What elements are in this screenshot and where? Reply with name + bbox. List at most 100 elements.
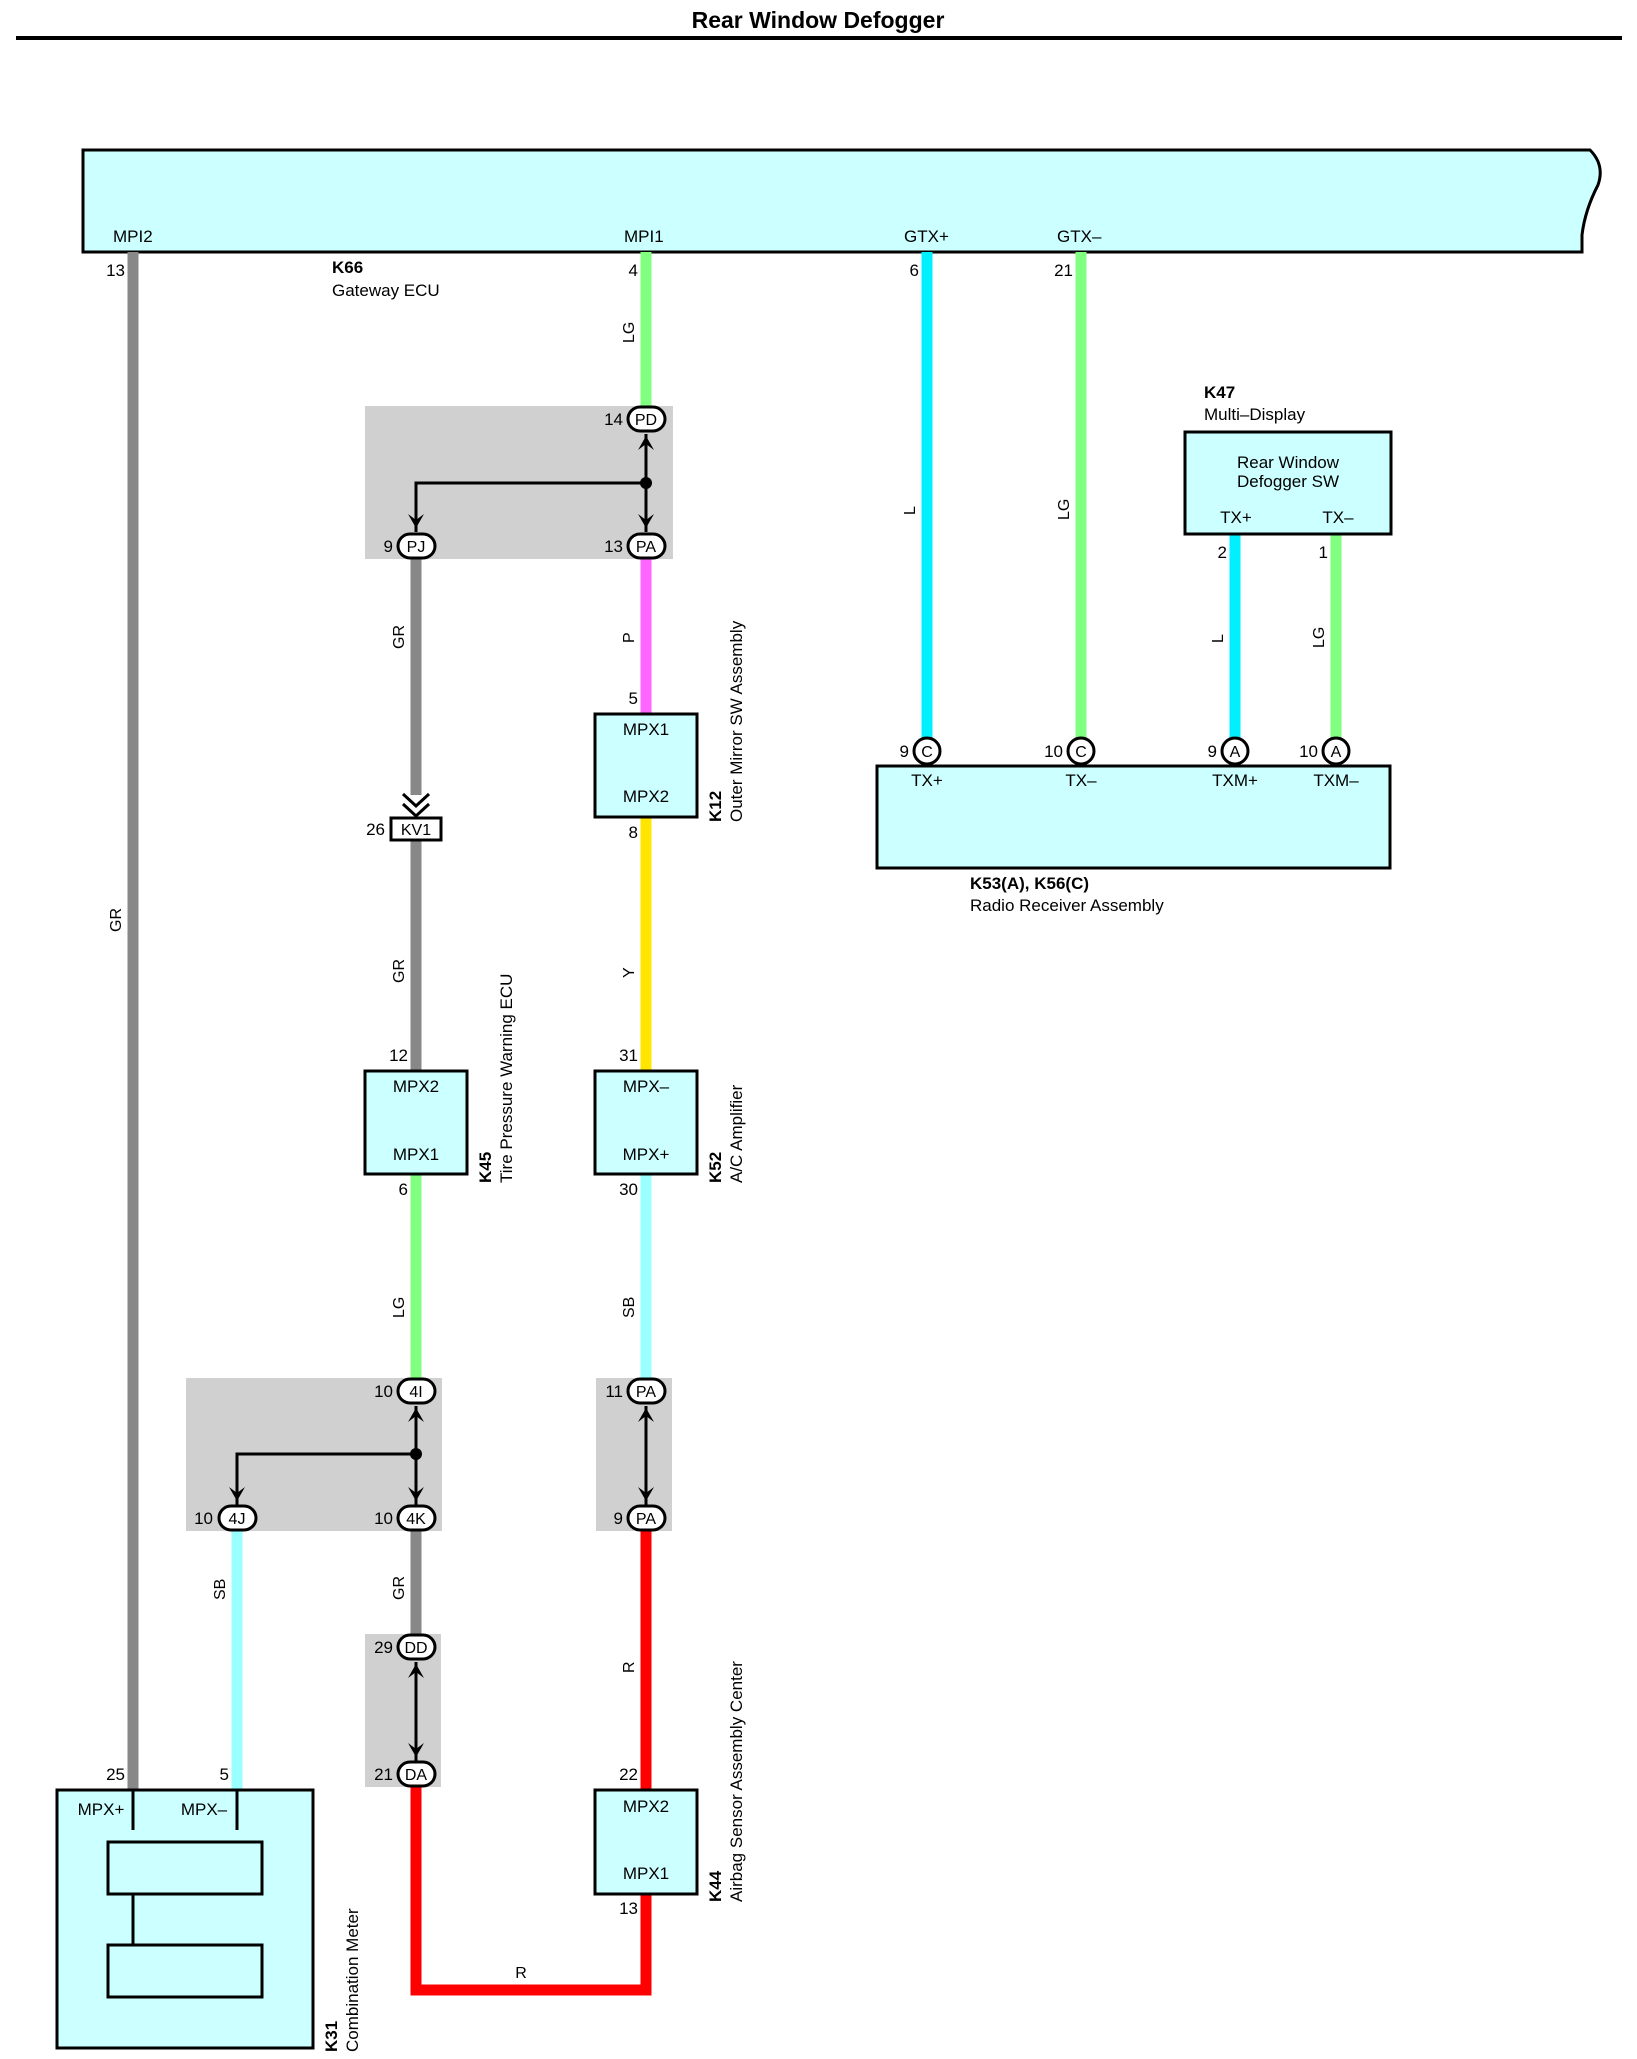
pin-number: 6	[399, 1180, 408, 1199]
radio-signal-txmp: TXM+	[1212, 771, 1258, 790]
connector-pa-low: PA 9	[614, 1504, 667, 1532]
wire-label: LG	[391, 1297, 408, 1318]
multi-display-box	[1183, 430, 1393, 536]
combination-meter-code: K31	[322, 2021, 341, 2052]
connector-pin: 9	[614, 1509, 623, 1528]
meter-internal-block-upper	[106, 1840, 264, 1896]
connector-letter: A	[1331, 744, 1342, 761]
gateway-ecu-box	[81, 148, 1602, 254]
pin-number: 13	[619, 1899, 638, 1918]
connector-4k: 4K 10	[374, 1504, 437, 1532]
pin-number: 12	[389, 1046, 408, 1065]
wire-label: LG	[1311, 627, 1328, 648]
connector-da: DA 21	[374, 1760, 437, 1788]
connector-pin: 10	[374, 1382, 393, 1401]
connector-label: PA	[636, 539, 656, 556]
pin-number: 21	[1054, 261, 1073, 280]
gateway-signal-mpi1: MPI1	[624, 227, 664, 246]
connector-dd: DD 29	[374, 1633, 437, 1661]
wire-label: Y	[621, 967, 638, 978]
wire-label: L	[902, 506, 919, 515]
connector-pin: 11	[605, 1382, 623, 1401]
connector-pin: 13	[604, 537, 623, 556]
pin-number: 1	[1319, 543, 1328, 562]
multi-display-switch-label: Rear Window	[1237, 453, 1340, 472]
connector-pa-mid: PA 11	[605, 1377, 667, 1405]
connector-pd: PD 14	[604, 405, 667, 433]
connector-label: DD	[404, 1640, 427, 1657]
connector-label: PA	[636, 1511, 656, 1528]
multi-display-signal-txm: TX–	[1322, 508, 1354, 527]
connector-4i: 4I 10	[374, 1377, 437, 1405]
connector-4j: 4J 10	[194, 1504, 258, 1532]
connector-letter: C	[921, 744, 933, 761]
multi-display-code: K47	[1204, 383, 1235, 402]
wire-color-labels: GR LG L LG L LG GR P GR Y LG SB SB GR R …	[108, 322, 1328, 1982]
connector-pin: 10	[194, 1509, 213, 1528]
ac-amplifier-code: K52	[706, 1152, 725, 1183]
wire-r-bottom	[410, 1787, 652, 1996]
pin-number: 22	[619, 1765, 638, 1784]
connector-label: KV1	[401, 822, 431, 839]
meter-internal-block-lower	[106, 1943, 264, 1999]
outer-mirror-box	[593, 712, 699, 819]
connector-label: PD	[635, 412, 657, 429]
pin-number: 10	[1044, 742, 1063, 761]
pin-number: 9	[1208, 742, 1217, 761]
connector-pin: 9	[384, 537, 393, 556]
connector-pa-upper: PA 13	[604, 532, 667, 560]
wire-label: SB	[621, 1297, 638, 1318]
radio-code: K53(A), K56(C)	[970, 874, 1089, 893]
connector-label: 4K	[406, 1511, 426, 1528]
combination-meter-name: Combination Meter	[343, 1908, 362, 2052]
connector-pin: 10	[374, 1509, 393, 1528]
wire-label: GR	[391, 959, 408, 983]
airbag-name: Airbag Sensor Assembly Center	[727, 1661, 746, 1902]
ac-amplifier-signal-bottom: MPX+	[623, 1145, 670, 1164]
airbag-signal-top: MPX2	[623, 1797, 669, 1816]
ac-amplifier-box	[593, 1069, 699, 1176]
connector-letter: A	[1230, 744, 1241, 761]
wire-label: L	[1210, 634, 1227, 643]
radio-name: Radio Receiver Assembly	[970, 896, 1164, 915]
connector-kv1: KV1 26	[366, 792, 443, 842]
connector-label: PA	[636, 1384, 656, 1401]
pin-number: 4	[629, 261, 638, 280]
radio-signal-txm: TX–	[1065, 771, 1097, 790]
gateway-signal-gtxp: GTX+	[904, 227, 949, 246]
connector-pin: 26	[366, 820, 385, 839]
page-title: Rear Window Defogger	[692, 7, 945, 33]
airbag-signal-bottom: MPX1	[623, 1864, 669, 1883]
gateway-name: Gateway ECU	[332, 281, 440, 300]
wire-label: LG	[621, 322, 638, 343]
combination-meter-box	[55, 1788, 315, 2050]
connector-pin: 21	[374, 1765, 393, 1784]
wire-label: R	[621, 1661, 638, 1673]
outer-mirror-name: Outer Mirror SW Assembly	[727, 620, 746, 822]
connector-pin: 14	[604, 410, 623, 429]
radio-signal-txp: TX+	[911, 771, 943, 790]
pin-number: 25	[106, 1765, 125, 1784]
connector-label: DA	[405, 1767, 428, 1784]
outer-mirror-signal-top: MPX1	[623, 720, 669, 739]
radio-pins: C C A A	[912, 736, 1351, 766]
gateway-signal-mpi2: MPI2	[113, 227, 153, 246]
outer-mirror-signal-bottom: MPX2	[623, 787, 669, 806]
airbag-code: K44	[706, 1870, 725, 1902]
connector-letter: C	[1075, 744, 1087, 761]
ac-amplifier-name: A/C Amplifier	[727, 1084, 746, 1183]
junction-arrows	[229, 436, 654, 1757]
pin-number: 5	[220, 1765, 229, 1784]
ac-amplifier-signal-top: MPX–	[623, 1077, 670, 1096]
multi-display-switch-label-2: Defogger SW	[1237, 472, 1339, 491]
wire-label: GR	[108, 908, 125, 932]
multi-display-signal-txp: TX+	[1220, 508, 1252, 527]
gateway-code: K66	[332, 258, 363, 277]
pin-number: 10	[1299, 742, 1318, 761]
radio-signal-txmm: TXM–	[1313, 771, 1359, 790]
tpms-code: K45	[476, 1152, 495, 1183]
connector-pj: PJ 9	[384, 532, 437, 560]
meter-signal-mpxp: MPX+	[78, 1800, 125, 1819]
connector-label: 4J	[229, 1511, 246, 1528]
